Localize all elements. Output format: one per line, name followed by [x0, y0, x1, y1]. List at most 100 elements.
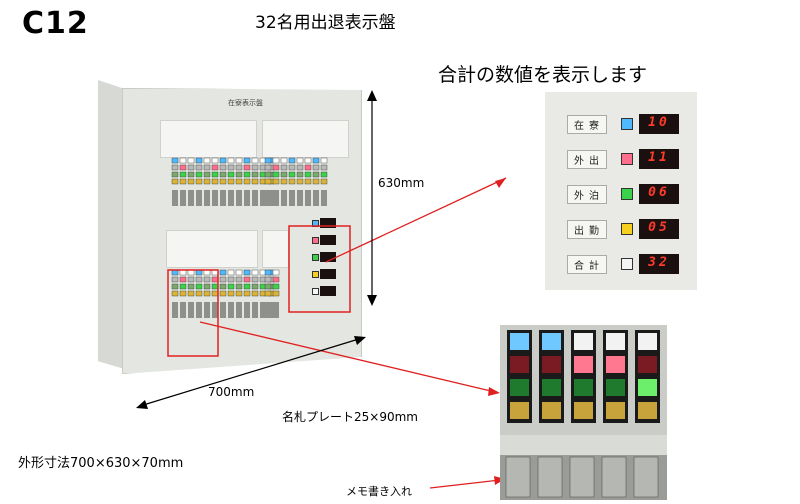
cabinet-lamp: [243, 283, 251, 290]
cabinet-lamp: [320, 164, 328, 171]
cabinet-lamp: [288, 164, 296, 171]
cabinet-lamp: [171, 157, 179, 164]
cabinet-lamp: [187, 283, 195, 290]
cabinet-lamp: [235, 290, 243, 297]
cabinet-counter-indicator: [312, 237, 319, 244]
cabinet-name-plate: [305, 190, 311, 206]
counter-highlight-box: [288, 225, 351, 313]
cabinet-lamp: [195, 157, 203, 164]
status-lamp: [574, 333, 593, 350]
cabinet-name-plate: [273, 302, 279, 318]
upper-window-left: [160, 120, 257, 158]
cabinet-lamp: [264, 178, 272, 185]
cabinet-lamp: [272, 269, 280, 276]
cabinet-lamp: [211, 157, 219, 164]
cabinet-counter-digit: [320, 269, 336, 279]
cabinet-lamp: [251, 171, 259, 178]
cabinet-lamp: [219, 283, 227, 290]
cabinet-name-plate: [212, 302, 218, 318]
cabinet-lamp: [280, 171, 288, 178]
lower-window-right: [262, 230, 289, 268]
cabinet-name-plate: [281, 190, 287, 206]
cabinet-lamp: [219, 164, 227, 171]
cabinet-name-plate: [228, 302, 234, 318]
cabinet-lamp: [171, 290, 179, 297]
cabinet-lamp: [187, 164, 195, 171]
cabinet-lamp: [312, 157, 320, 164]
cabinet-lamp: [272, 178, 280, 185]
cabinet-counter-digit: [320, 286, 336, 296]
cabinet-lamp: [280, 157, 288, 164]
cabinet-lamp: [312, 171, 320, 178]
cabinet-name-plate: [204, 302, 210, 318]
cabinet-lamp: [195, 171, 203, 178]
width-dimension-label: 700mm: [208, 385, 255, 399]
cabinet-lamp: [187, 290, 195, 297]
status-lamp: [574, 402, 593, 419]
cabinet-lamp: [203, 171, 211, 178]
status-lamp: [606, 333, 625, 350]
cabinet-name-plate: [172, 302, 178, 318]
cabinet-lamp: [203, 290, 211, 297]
outer-size-label: 外形寸法700×630×70mm: [18, 456, 184, 471]
cabinet-lamp: [171, 276, 179, 283]
memo-label: メモ書き入れ: [346, 485, 412, 498]
cabinet-name-plate: [260, 302, 266, 318]
cabinet-name-plate: [297, 190, 303, 206]
cabinet-name-plate: [313, 190, 319, 206]
cabinet-lamp: [211, 171, 219, 178]
cabinet-lamp: [304, 157, 312, 164]
cabinet-counter-digit: [320, 252, 336, 262]
cabinet-name-plate: [236, 302, 242, 318]
cabinet-lamp: [195, 290, 203, 297]
cabinet-counter-indicator: [312, 254, 319, 261]
cabinet-lamp: [227, 171, 235, 178]
cabinet-lamp: [320, 157, 328, 164]
cabinet-lamp: [264, 164, 272, 171]
cabinet-lamp: [264, 276, 272, 283]
counter-label: 出勤: [567, 220, 607, 239]
cabinet-lamp: [320, 178, 328, 185]
cabinet-lamp: [179, 157, 187, 164]
cabinet-lamp: [243, 290, 251, 297]
status-indicator-icon: [621, 153, 633, 165]
cabinet-lamp: [219, 171, 227, 178]
plate-highlight-box: [167, 269, 219, 357]
counter-label: 在寮: [567, 115, 607, 134]
cabinet-lamp: [179, 178, 187, 185]
cabinet-lamp: [187, 178, 195, 185]
cabinet-name-plate: [196, 302, 202, 318]
cabinet-lamp: [219, 276, 227, 283]
cabinet-name-plate: [188, 190, 194, 206]
status-lamp: [542, 356, 561, 373]
cabinet-lamp: [227, 178, 235, 185]
memo-plate: [601, 456, 627, 498]
cabinet-lamp: [179, 283, 187, 290]
cabinet-lamp: [203, 283, 211, 290]
cabinet-counter-digit: [320, 235, 336, 245]
cabinet-lamp: [251, 283, 259, 290]
status-lamp: [638, 379, 657, 396]
counter-value: 32: [639, 254, 679, 274]
cabinet-lamp: [304, 164, 312, 171]
status-lamp: [510, 356, 529, 373]
cabinet-lamp: [171, 164, 179, 171]
memo-plate: [633, 456, 659, 498]
cabinet-lamp: [235, 283, 243, 290]
cabinet-name-plate: [265, 302, 271, 318]
cabinet-name-plate: [212, 190, 218, 206]
upper-window-right: [262, 120, 349, 158]
cabinet-lamp: [243, 164, 251, 171]
cabinet-lamp: [211, 164, 219, 171]
cabinet-name-plate: [180, 302, 186, 318]
cabinet-lamp: [251, 164, 259, 171]
name-plate-label: 名札プレート25×90mm: [282, 410, 418, 424]
memo-arrow: [429, 479, 501, 489]
cabinet-lamp: [211, 178, 219, 185]
cabinet-title: 在寮表示盤: [228, 99, 263, 107]
